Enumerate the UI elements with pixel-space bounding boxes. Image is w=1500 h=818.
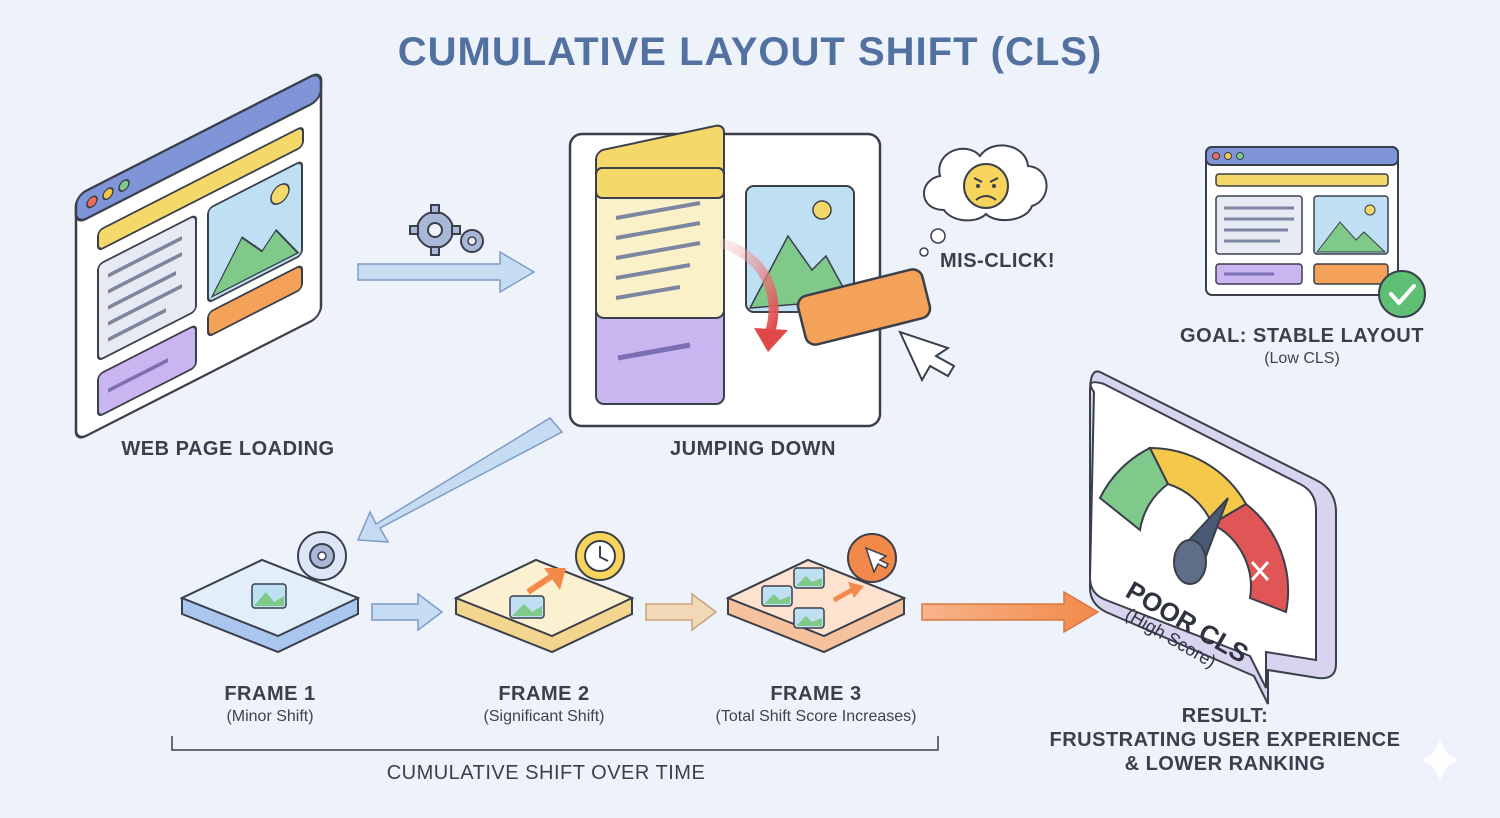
frame-2-label: FRAME 2 (498, 683, 590, 705)
misclick-label: MIS-CLICK! (940, 250, 1055, 272)
shift-arrow-icon (719, 239, 779, 337)
gauge-card (1088, 370, 1337, 705)
window-dot-green-icon (118, 179, 130, 192)
thought-bubble (919, 144, 1048, 257)
loading-browser (74, 73, 323, 439)
cursor-icon (898, 330, 956, 383)
window-dot-yellow-icon (102, 187, 114, 201)
frame-2-sub: (Significant Shift) (483, 708, 605, 725)
jumping-label: JUMPING DOWN (670, 438, 836, 460)
frames-bracket (171, 736, 939, 751)
goal-sub: (Low CLS) (1264, 350, 1340, 367)
arrow-frames-to-result (921, 590, 1100, 634)
goal-browser (1205, 146, 1426, 318)
close-icon (1250, 561, 1270, 581)
checkmark-icon (1378, 270, 1426, 318)
goal-label: GOAL: STABLE LAYOUT (1180, 325, 1424, 347)
arrow-loading-to-jumping (357, 250, 536, 294)
window-dot-red-icon (86, 195, 98, 209)
result-line-3: & LOWER RANKING (1124, 753, 1326, 775)
orange-button-shifted (796, 268, 932, 346)
frame-3-tile (725, 533, 907, 654)
jumping-content (595, 124, 956, 405)
gauge-red-segment (1209, 502, 1290, 614)
result-line-2: FRUSTRATING USER EXPERIENCE (1049, 729, 1401, 751)
frame-3-sub: (Total Shift Score Increases) (715, 708, 917, 725)
arrow-frame1-to-frame2 (371, 592, 444, 632)
sparkle-icon (1420, 738, 1460, 782)
result-line-1: RESULT: (1181, 705, 1269, 727)
frame-2-tile (453, 531, 635, 654)
frame-1-sub: (Minor Shift) (226, 708, 314, 725)
page-title: CUMULATIVE LAYOUT SHIFT (CLS) (397, 30, 1103, 74)
frame-1-tile (179, 531, 361, 654)
arrow-jumping-to-frames (356, 417, 564, 543)
cumulative-label: CUMULATIVE SHIFT OVER TIME (386, 762, 706, 784)
gears-icon (409, 204, 461, 256)
loading-label: WEB PAGE LOADING (121, 438, 335, 460)
angry-face-icon (963, 163, 1009, 209)
frame-1-label: FRAME 1 (224, 683, 316, 705)
arrow-frame2-to-frame3 (645, 592, 718, 632)
frame-3-label: FRAME 3 (770, 683, 862, 705)
